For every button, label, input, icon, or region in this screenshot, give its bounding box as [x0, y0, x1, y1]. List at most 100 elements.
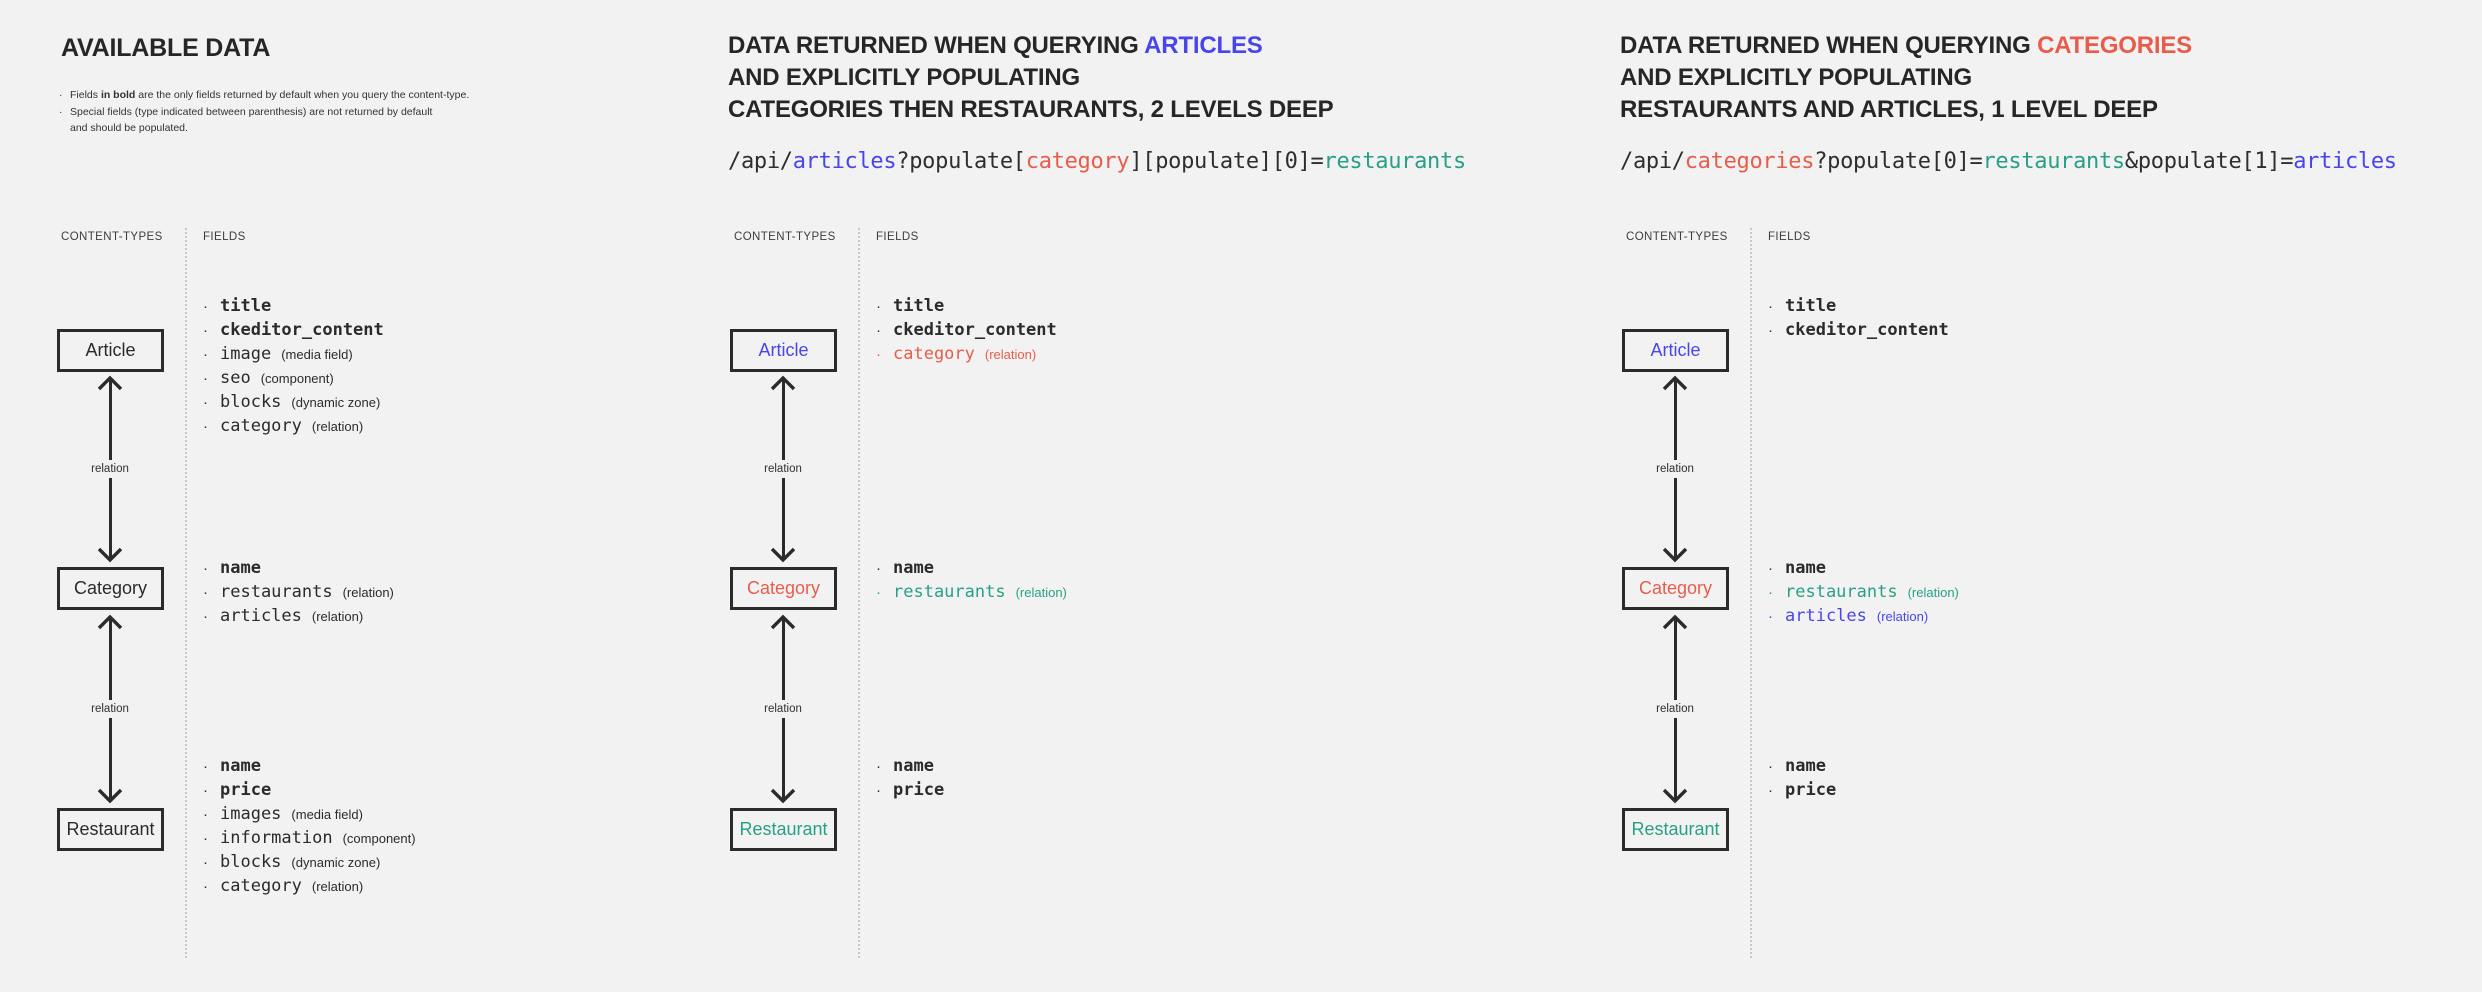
- field-item: · name: [203, 754, 416, 778]
- text-segment: /api/: [1620, 149, 1685, 174]
- text-segment: DATA RETURNED WHEN QUERYING: [1620, 32, 2038, 59]
- field-name: category: [893, 344, 975, 364]
- relation-arrow: relation: [762, 613, 804, 805]
- field-item: ·restaurants(relation): [1768, 580, 1959, 604]
- text-segment: &populate[1]=: [2124, 149, 2294, 174]
- text-segment: CATEGORIES THEN RESTAURANTS, 2 LEVELS DE…: [728, 96, 1334, 123]
- text-segment: AND EXPLICITLY POPULATING: [728, 64, 1080, 91]
- highlighted-text: ARTICLES: [1144, 32, 1263, 59]
- relation-label: relation: [762, 700, 804, 718]
- field-item: ·name: [1768, 754, 1836, 778]
- field-name: title: [220, 296, 272, 316]
- bullet-icon: ·: [203, 829, 208, 847]
- field-item: ·title: [876, 294, 1057, 318]
- api-endpoint-code: /api/categories?populate[0]=restaurants&…: [1620, 149, 2397, 174]
- field-item: ·category(relation): [203, 874, 416, 898]
- bullet-icon: ·: [876, 583, 881, 601]
- field-item: ·blocks(dynamic zone): [203, 390, 384, 414]
- field-name: blocks: [220, 392, 282, 412]
- field-name: articles: [1785, 606, 1867, 626]
- field-item: ·name: [876, 556, 1067, 580]
- field-list-article: ·title·ckeditor_content·image(media fiel…: [203, 294, 384, 438]
- arrow-down-chevron-icon: [768, 547, 798, 564]
- field-list-category: ·name·restaurants(relation): [876, 556, 1067, 604]
- title-line: AND EXPLICITLY POPULATING: [728, 62, 1333, 94]
- text-segment: ][populate][0]=: [1129, 149, 1324, 174]
- highlighted-text: articles: [2293, 149, 2397, 174]
- field-name: restaurants: [1785, 582, 1898, 602]
- entity-label: Article: [1650, 340, 1701, 360]
- entity-box-restaurant: Restaurant: [730, 808, 837, 851]
- entity-box-article: Article: [57, 329, 164, 372]
- bullet-icon: ·: [59, 105, 63, 118]
- bullet-icon: ·: [203, 369, 208, 387]
- field-type: (media field): [281, 346, 353, 362]
- bullet-icon: ·: [1768, 781, 1773, 799]
- field-name: information: [220, 828, 333, 848]
- fields-lane-label: FIELDS: [1768, 231, 1811, 243]
- field-item: ·articles(relation): [1768, 604, 1959, 628]
- bullet-icon: ·: [1768, 321, 1773, 339]
- field-type: (relation): [311, 418, 364, 434]
- field-type: (dynamic zone): [291, 394, 381, 410]
- title-line: RESTAURANTS AND ARTICLES, 1 LEVEL DEEP: [1620, 94, 2192, 126]
- field-type: (relation): [342, 584, 394, 600]
- field-item: ·blocks(dynamic zone): [203, 850, 416, 874]
- content-types-lane-label: CONTENT-TYPES: [61, 231, 163, 243]
- highlighted-text: restaurants: [1982, 149, 2125, 174]
- field-item: ·ckeditor_content: [876, 318, 1057, 342]
- text-segment: ?populate[: [896, 149, 1026, 174]
- arrow-up-chevron-icon: [1660, 613, 1690, 630]
- lane-divider: [858, 228, 860, 958]
- field-name: name: [220, 756, 261, 776]
- title-line: DATA RETURNED WHEN QUERYING ARTICLES: [728, 30, 1333, 62]
- bullet-icon: ·: [203, 321, 208, 339]
- bullet-icon: ·: [1768, 757, 1773, 775]
- field-list-category: ·name·restaurants(relation)·articles(rel…: [203, 556, 394, 628]
- field-item: ·name: [876, 754, 944, 778]
- field-list-article: ·title·ckeditor_content·category(relatio…: [876, 294, 1057, 366]
- bullet-icon: ·: [1768, 583, 1773, 601]
- title-line: CATEGORIES THEN RESTAURANTS, 2 LEVELS DE…: [728, 94, 1334, 126]
- field-name: ckeditor_content: [220, 320, 384, 340]
- bullet-icon: ·: [876, 559, 881, 577]
- field-type: (relation): [311, 878, 364, 894]
- bullet-icon: ·: [203, 757, 208, 775]
- bullet-icon: ·: [876, 781, 881, 799]
- field-name: category: [220, 416, 302, 436]
- field-type: (relation): [1015, 584, 1067, 600]
- column-title: AVAILABLE DATA: [61, 32, 270, 64]
- field-name: price: [220, 780, 272, 800]
- text-segment: ?populate[0]=: [1814, 149, 1983, 174]
- entity-box-article: Article: [1622, 329, 1729, 372]
- text-segment: in bold: [100, 89, 136, 101]
- note-text: Fields in bold are the only fields retur…: [70, 87, 469, 104]
- text-segment: are the only fields returned by default …: [135, 89, 470, 101]
- field-item: ·ckeditor_content: [1768, 318, 1949, 342]
- field-name: blocks: [220, 852, 282, 872]
- text-segment: DATA RETURNED WHEN QUERYING: [728, 32, 1145, 59]
- entity-box-category: Category: [1622, 567, 1729, 610]
- title-line: AND EXPLICITLY POPULATING: [1620, 62, 2192, 94]
- field-item: ·restaurants(relation): [203, 580, 394, 604]
- title-line: AVAILABLE DATA: [61, 32, 270, 64]
- field-list-restaurant: ·name·price·images(media field)·informat…: [203, 754, 416, 898]
- bullet-icon: ·: [1768, 297, 1773, 315]
- highlighted-text: articles: [792, 149, 897, 174]
- field-name: name: [893, 756, 934, 776]
- bullet-icon: ·: [203, 853, 208, 871]
- relation-arrow: relation: [89, 613, 131, 805]
- text-segment: /api/: [728, 149, 793, 174]
- bullet-icon: ·: [203, 607, 208, 625]
- panel-available-data: AVAILABLE DATA · Fields in bold are the on…: [55, 0, 705, 992]
- lane-divider: [1750, 228, 1752, 958]
- field-item: ·information(component): [203, 826, 416, 850]
- arrow-up-chevron-icon: [1660, 374, 1690, 391]
- bullet-icon: ·: [203, 877, 208, 895]
- field-name: images: [220, 804, 282, 824]
- lane-divider: [185, 228, 187, 958]
- bullet-icon: ·: [203, 781, 208, 799]
- note-text: Special fields (type indicated between p…: [70, 104, 432, 137]
- bullet-icon: ·: [59, 89, 63, 101]
